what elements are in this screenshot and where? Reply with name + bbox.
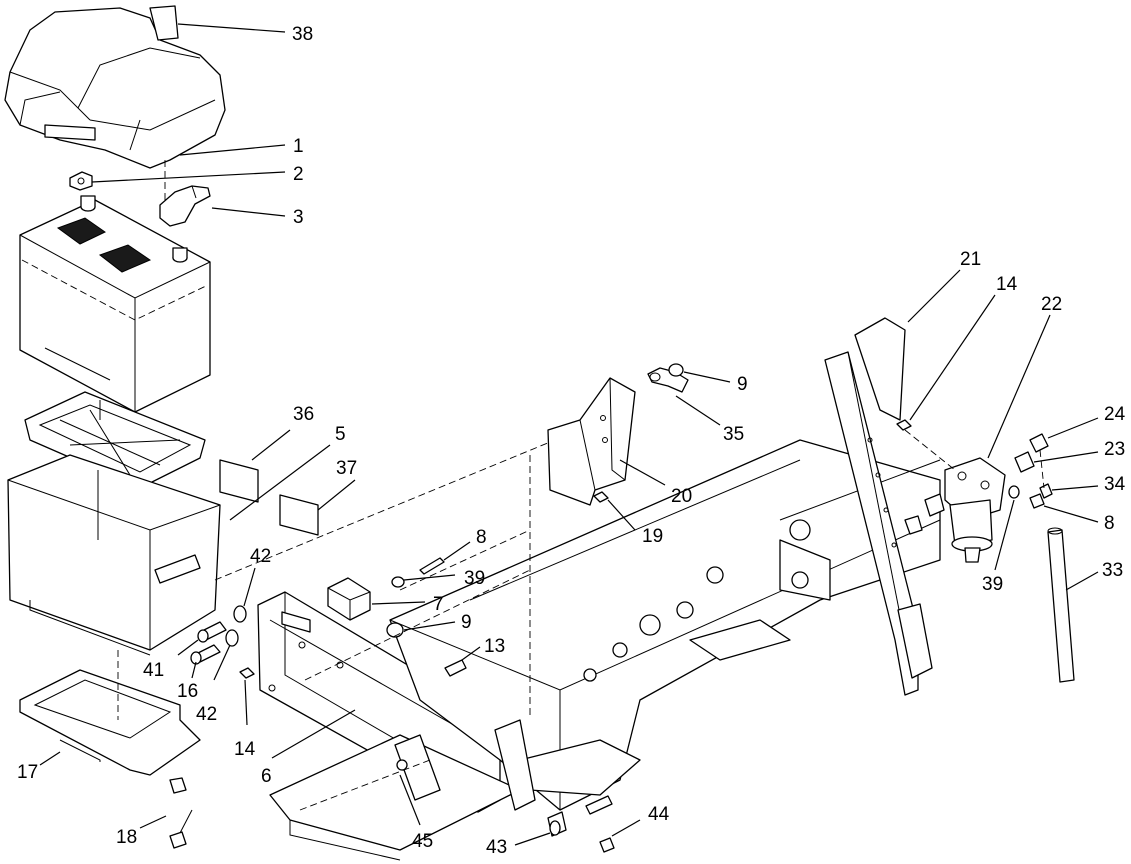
callout-9-middle: 9 — [461, 612, 472, 633]
bracket-20 — [547, 377, 636, 506]
nut-14-right — [896, 419, 912, 431]
battery-support-tray — [19, 650, 201, 794]
battery — [19, 195, 211, 413]
callout-38: 38 — [292, 24, 313, 45]
callout-8-right: 8 — [1104, 513, 1115, 534]
callout-2: 2 — [293, 164, 304, 185]
battery-box — [7, 454, 221, 656]
callout-37: 37 — [336, 458, 357, 479]
callout-6: 6 — [261, 766, 272, 787]
battery-terminal — [69, 171, 93, 191]
bolt-13 — [444, 659, 467, 677]
bolt-18 — [169, 809, 193, 849]
lower-plate — [269, 734, 521, 861]
battery-holddown-frame — [24, 391, 206, 489]
spacer-block-7 — [327, 577, 371, 621]
pin-44 — [585, 795, 613, 815]
pad-36 — [219, 459, 259, 503]
callout-14-left: 14 — [234, 739, 256, 760]
callout-22: 22 — [1041, 294, 1062, 315]
callout-1: 1 — [293, 136, 304, 157]
callout-5: 5 — [335, 424, 346, 445]
washer-39-left — [391, 576, 405, 588]
pad-37 — [279, 494, 319, 536]
bolt-8-left — [419, 557, 445, 575]
callout-8-left: 8 — [476, 527, 487, 548]
washer-9-middle — [386, 622, 404, 638]
callout-42-top: 42 — [250, 546, 271, 567]
leader-lines — [39, 23, 1099, 846]
callout-33: 33 — [1102, 560, 1123, 581]
callout-16: 16 — [177, 681, 198, 702]
fitting-24 — [1029, 433, 1049, 453]
callout-41: 41 — [143, 660, 164, 681]
callout-17: 17 — [17, 762, 38, 783]
washer-39-right — [1008, 485, 1020, 499]
callout-43: 43 — [486, 837, 507, 858]
callout-23: 23 — [1104, 439, 1125, 460]
clamp-34 — [1039, 483, 1053, 499]
washer-42a — [233, 605, 247, 623]
callout-labels: 38 1 2 3 36 5 37 42 41 16 42 14 17 18 6 … — [17, 24, 1126, 858]
vertical-post-21 — [824, 317, 933, 696]
callout-9-top: 9 — [737, 374, 748, 395]
callout-39-left: 39 — [464, 568, 485, 589]
callout-19: 19 — [642, 526, 663, 547]
fuel-hose-33 — [1047, 527, 1075, 683]
callout-14-right: 14 — [996, 274, 1018, 295]
callout-18: 18 — [116, 827, 137, 848]
fuel-filter-22 — [904, 457, 1006, 563]
nut-19 — [593, 491, 609, 503]
callout-34: 34 — [1104, 474, 1126, 495]
callout-24: 24 — [1104, 404, 1126, 425]
nut-14-left — [239, 667, 255, 679]
callout-39-right: 39 — [982, 574, 1003, 595]
bolt-8-right — [1029, 493, 1045, 509]
main-frame — [389, 439, 941, 811]
callout-45: 45 — [412, 831, 433, 852]
callout-35: 35 — [723, 424, 744, 445]
callout-36: 36 — [293, 404, 314, 425]
callout-21: 21 — [960, 249, 981, 270]
bolt-16 — [190, 644, 221, 665]
callout-3: 3 — [293, 207, 304, 228]
screw-44 — [599, 837, 615, 853]
washer-42b — [225, 629, 239, 647]
washer-9-top — [668, 363, 684, 377]
rail-end-plate — [494, 719, 536, 811]
fitting-23 — [1014, 451, 1035, 473]
callout-13: 13 — [484, 636, 505, 657]
terminal-boot — [159, 185, 211, 227]
callout-7: 7 — [433, 594, 444, 615]
battery-cover — [4, 5, 226, 169]
callout-42-bottom: 42 — [196, 704, 217, 725]
bolt-41 — [197, 621, 227, 643]
callout-44: 44 — [648, 804, 670, 825]
clip-43 — [547, 811, 567, 837]
callout-20: 20 — [671, 486, 692, 507]
